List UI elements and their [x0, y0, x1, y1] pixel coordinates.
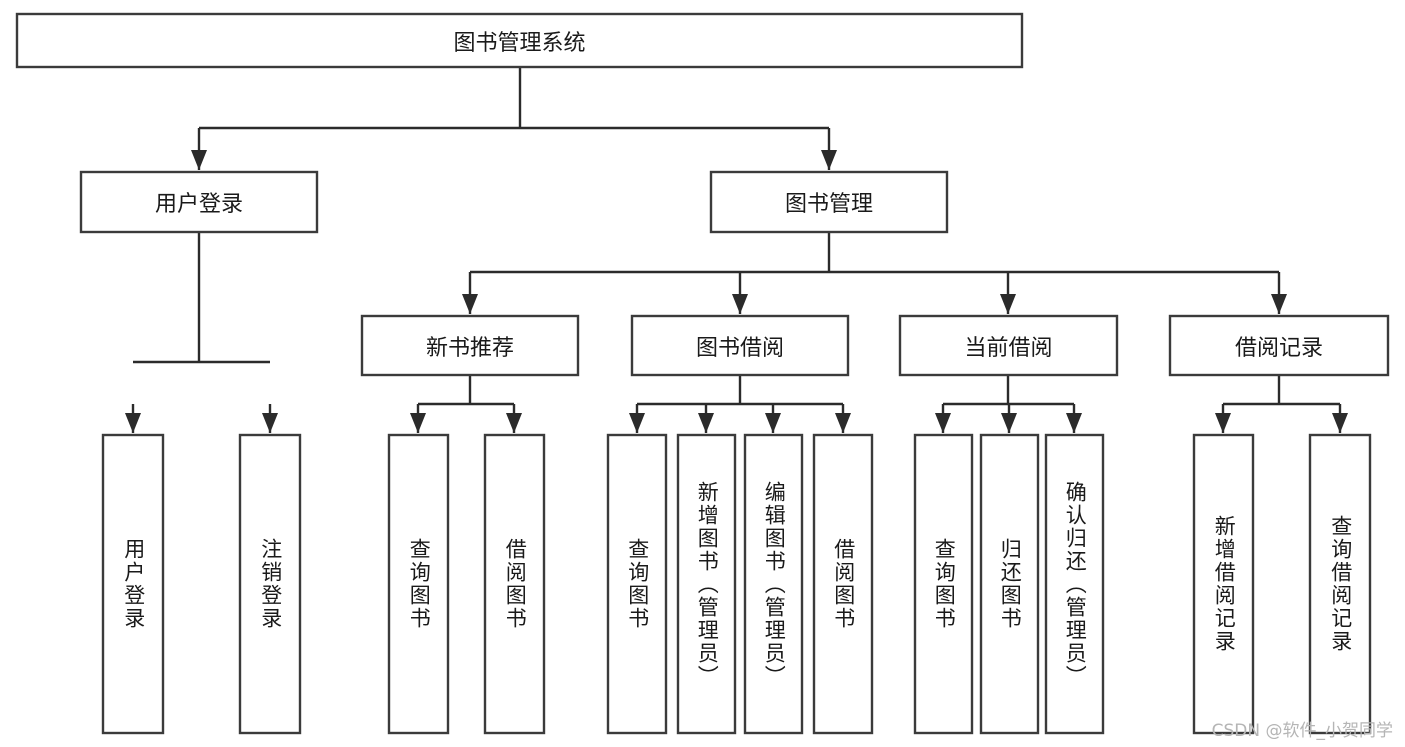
node-box-leaf-query-book-recommend[interactable]	[387, 433, 450, 735]
node-box-current-borrow[interactable]	[898, 314, 1119, 377]
arrow-head-icon-0	[191, 150, 207, 170]
node-box-leaf-return-book[interactable]	[979, 433, 1040, 735]
node-box-leaf-user-login[interactable]	[101, 433, 165, 735]
node-box-leaf-add-book-admin[interactable]	[676, 433, 737, 735]
node-box-leaf-query-book-borrow[interactable]	[606, 433, 668, 735]
arrow-head-icon-4	[1000, 294, 1016, 314]
node-box-leaf-query-book-current[interactable]	[913, 433, 974, 735]
node-box-book-management[interactable]	[709, 170, 949, 234]
arrow-head-icon-9	[506, 413, 522, 433]
connector-layer	[131, 67, 1342, 433]
node-box-leaf-borrow-book-recommend[interactable]	[483, 433, 546, 735]
node-box-book-borrow[interactable]	[630, 314, 850, 377]
node-box-user-login[interactable]	[79, 170, 319, 234]
node-box-new-book-recommend[interactable]	[360, 314, 580, 377]
arrow-head-icon-18	[1332, 413, 1348, 433]
node-box-leaf-user-logout[interactable]	[238, 433, 302, 735]
node-box-leaf-query-borrow-record[interactable]	[1308, 433, 1372, 735]
arrow-head-layer	[125, 150, 1348, 433]
arrow-head-icon-2	[462, 294, 478, 314]
arrow-head-icon-3	[732, 294, 748, 314]
node-layer	[15, 12, 1390, 735]
node-box-root[interactable]	[15, 12, 1024, 69]
arrow-head-icon-13	[835, 413, 851, 433]
arrow-head-icon-15	[1001, 413, 1017, 433]
arrow-head-icon-5	[1271, 294, 1287, 314]
node-box-leaf-edit-book-admin[interactable]	[743, 433, 804, 735]
arrow-head-icon-1	[821, 150, 837, 170]
arrow-head-icon-10	[629, 413, 645, 433]
arrow-head-icon-11	[698, 413, 714, 433]
arrow-head-icon-8	[410, 413, 426, 433]
arrow-head-icon-17	[1215, 413, 1231, 433]
arrow-head-icon-14	[935, 413, 951, 433]
arrow-head-icon-7	[262, 413, 278, 433]
arrow-head-icon-6	[125, 413, 141, 433]
arrow-head-icon-12	[765, 413, 781, 433]
node-box-leaf-add-borrow-record[interactable]	[1192, 433, 1255, 735]
node-box-borrow-record[interactable]	[1168, 314, 1390, 377]
node-box-leaf-borrow-book[interactable]	[812, 433, 874, 735]
arrow-head-icon-16	[1066, 413, 1082, 433]
node-box-leaf-confirm-return-admin[interactable]	[1044, 433, 1105, 735]
